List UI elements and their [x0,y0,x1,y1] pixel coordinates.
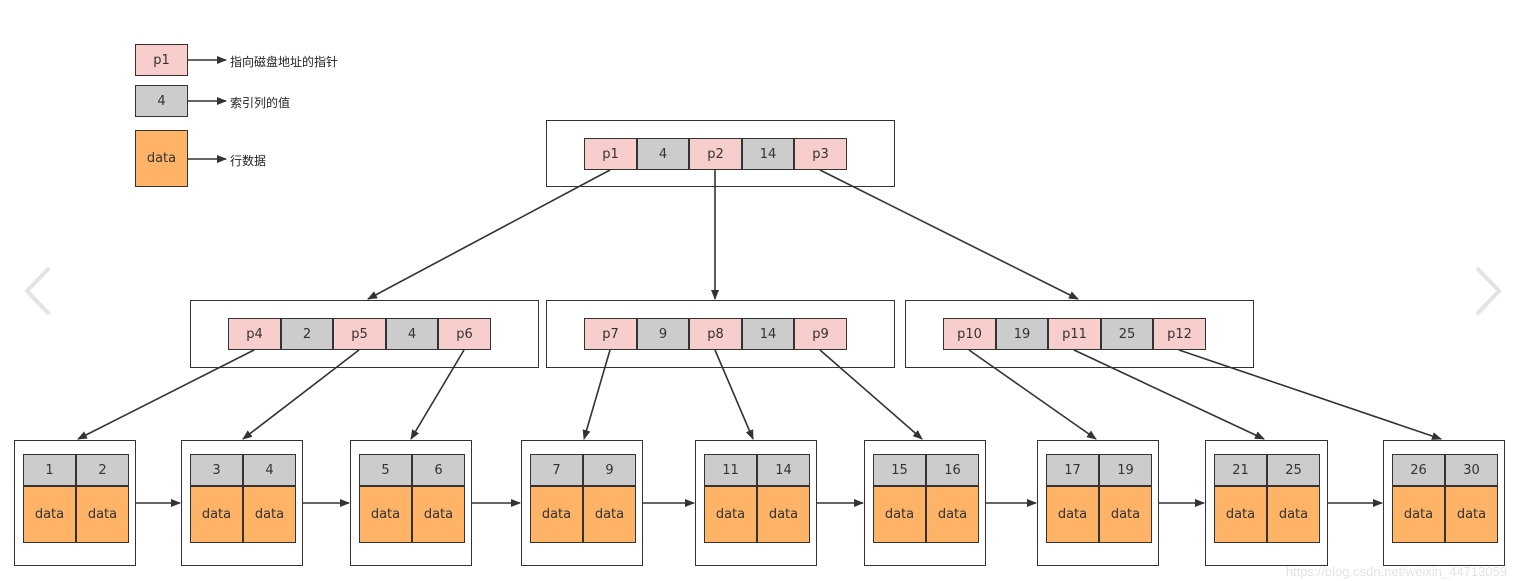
leaf-key: 7 [530,454,583,486]
internal-key: 2 [281,318,333,350]
leaf-key: 25 [1267,454,1320,486]
internal-pointer: p10 [943,318,996,350]
leaf-key: 17 [1046,454,1099,486]
leaf-node [695,440,817,566]
internal-node [190,300,539,368]
leaf-key: 9 [583,454,636,486]
internal-key: 19 [996,318,1048,350]
leaf-data: data [873,486,926,543]
chevron-right-icon[interactable] [1472,265,1504,317]
internal-pointer: p11 [1048,318,1101,350]
leaf-key: 4 [243,454,296,486]
tree-edge-arrow [582,349,611,440]
leaf-node [1037,440,1159,566]
leaf-data: data [583,486,636,543]
internal-pointer: p7 [584,318,637,350]
tree-edge-arrow [1178,349,1442,440]
leaf-data: data [412,486,465,543]
leaf-key: 1 [23,454,76,486]
leaf-key: 5 [359,454,412,486]
leaf-key: 6 [412,454,465,486]
leaf-data: data [530,486,583,543]
internal-pointer: p4 [228,318,281,350]
legend-pointer-sample: p1 [135,44,188,76]
internal-pointer: p8 [689,318,742,350]
legend-pointer-label: 指向磁盘地址的指针 [230,55,339,69]
tree-edge-arrow [410,349,465,440]
leaf-node [521,440,643,566]
leaf-data: data [1445,486,1498,543]
root-pointer-p1: p1 [584,138,637,170]
leaf-key: 21 [1214,454,1267,486]
leaf-key: 16 [926,454,979,486]
leaf-key: 11 [704,454,757,486]
internal-pointer: p12 [1153,318,1206,350]
leaf-key: 26 [1392,454,1445,486]
tree-edge-arrow [714,349,754,440]
leaf-node [350,440,472,566]
leaf-node [181,440,303,566]
root-node [546,120,895,187]
internal-pointer: p6 [438,318,491,350]
leaf-data: data [1392,486,1445,543]
leaf-data: data [23,486,76,543]
leaf-key: 3 [190,454,243,486]
leaf-data: data [926,486,979,543]
leaf-data: data [1267,486,1320,543]
leaf-node [14,440,136,566]
leaf-data: data [757,486,810,543]
legend-key-sample: 4 [135,85,188,117]
leaf-key: 30 [1445,454,1498,486]
root-key: 4 [637,138,689,170]
leaf-data: data [359,486,412,543]
internal-key: 4 [386,318,438,350]
tree-edge-arrow [819,169,1079,300]
leaf-data: data [243,486,296,543]
leaf-node [1383,440,1505,566]
legend-data-sample: data [135,130,188,187]
watermark: https://blog.csdn.net/weixin_44713059 [1285,564,1507,579]
root-pointer-p2: p2 [689,138,742,170]
leaf-data: data [1214,486,1267,543]
internal-key: 9 [637,318,689,350]
leaf-key: 19 [1099,454,1152,486]
internal-key: 14 [742,318,794,350]
internal-node [546,300,895,368]
leaf-key: 2 [76,454,129,486]
root-key: 14 [742,138,794,170]
internal-key: 25 [1101,318,1153,350]
leaf-key: 15 [873,454,926,486]
leaf-data: data [1046,486,1099,543]
internal-pointer: p5 [333,318,386,350]
tree-edge-arrow [819,349,923,440]
leaf-data: data [1099,486,1152,543]
leaf-node [864,440,986,566]
leaf-node [1205,440,1328,566]
legend-key-label: 索引列的值 [230,96,291,110]
tree-edge-arrow [242,349,360,440]
leaf-data: data [190,486,243,543]
tree-edge-arrow [968,349,1097,440]
tree-edge-arrow [1073,349,1265,440]
internal-node [905,300,1254,368]
tree-edge-arrow [367,169,611,300]
tree-edge-arrow [77,349,255,440]
leaf-key: 14 [757,454,810,486]
legend-data-label: 行数据 [230,154,267,168]
leaf-data: data [704,486,757,543]
leaf-data: data [76,486,129,543]
chevron-left-icon[interactable] [22,265,54,317]
